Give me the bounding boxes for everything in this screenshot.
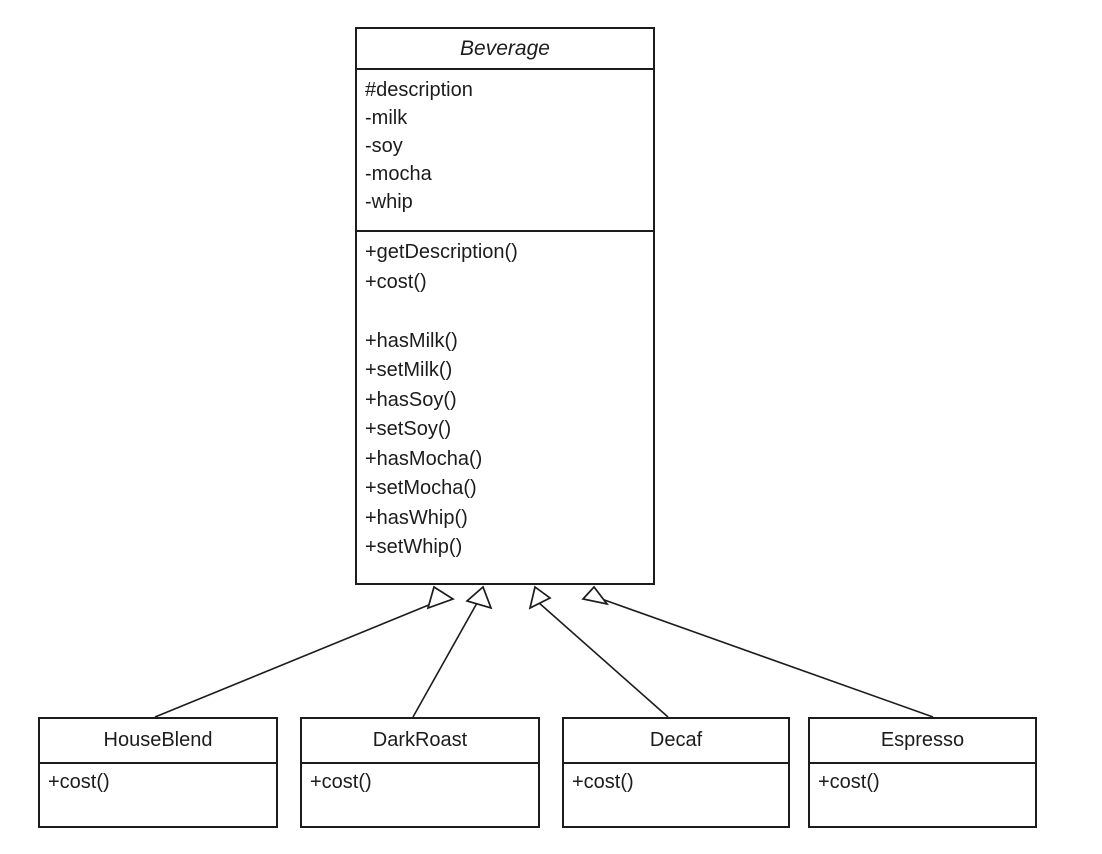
member-text: -mocha	[365, 163, 432, 185]
class-title: Beverage	[357, 29, 653, 70]
inheritance-arrowhead-icon	[581, 585, 610, 606]
methods-compartment: +cost()	[302, 764, 538, 826]
inheritance-arrowhead-icon	[465, 585, 493, 610]
generalization-line-darkroast	[412, 602, 478, 718]
class-box-darkroast: DarkRoast +cost()	[300, 717, 540, 828]
methods-compartment: +cost()	[810, 764, 1035, 826]
methods-compartment: +getDescription() +cost() +hasMilk() +setM…	[357, 232, 653, 583]
member-text: +getDescription()	[365, 241, 518, 263]
member-text: +cost()	[310, 771, 372, 793]
class-title: Espresso	[810, 719, 1035, 764]
member-text: +cost()	[572, 771, 634, 793]
generalization-line-espresso	[595, 596, 934, 718]
member-text: +hasSoy()	[365, 388, 457, 411]
member-text: -soy	[365, 135, 403, 157]
member-text: +setSoy()	[365, 418, 452, 440]
attributes-compartment: #description -milk -soy -mocha -whip	[357, 70, 653, 232]
member-text: +cost()	[365, 270, 427, 293]
class-title: Decaf	[564, 719, 788, 764]
member-text: +setWhip()	[365, 536, 463, 558]
inheritance-arrowhead-icon	[528, 585, 552, 610]
class-box-beverage: Beverage #description -milk -soy -mocha -whi…	[355, 27, 655, 585]
member-text: +cost()	[48, 771, 110, 793]
generalization-line-houseblend	[154, 601, 437, 718]
methods-compartment: +cost()	[40, 764, 276, 826]
class-box-houseblend: HouseBlend +cost()	[38, 717, 278, 828]
class-box-decaf: Decaf +cost()	[562, 717, 790, 828]
member-text: +setMocha()	[365, 477, 477, 499]
member-text: +setMilk()	[365, 359, 453, 381]
member-text: -whip	[365, 191, 413, 213]
member-text: +cost()	[818, 771, 880, 793]
member-text: +hasMocha()	[365, 447, 483, 470]
member-text: #description	[365, 79, 473, 101]
member-text: +hasWhip()	[365, 506, 468, 529]
class-box-espresso: Espresso +cost()	[808, 717, 1037, 828]
methods-compartment: +cost()	[564, 764, 788, 826]
class-title: DarkRoast	[302, 719, 538, 764]
member-text: -milk	[365, 107, 408, 129]
generalization-line-decaf	[537, 601, 669, 718]
inheritance-arrowhead-icon	[426, 585, 455, 610]
member-text	[365, 297, 645, 327]
class-title: HouseBlend	[40, 719, 276, 764]
member-text: +hasMilk()	[365, 329, 458, 352]
